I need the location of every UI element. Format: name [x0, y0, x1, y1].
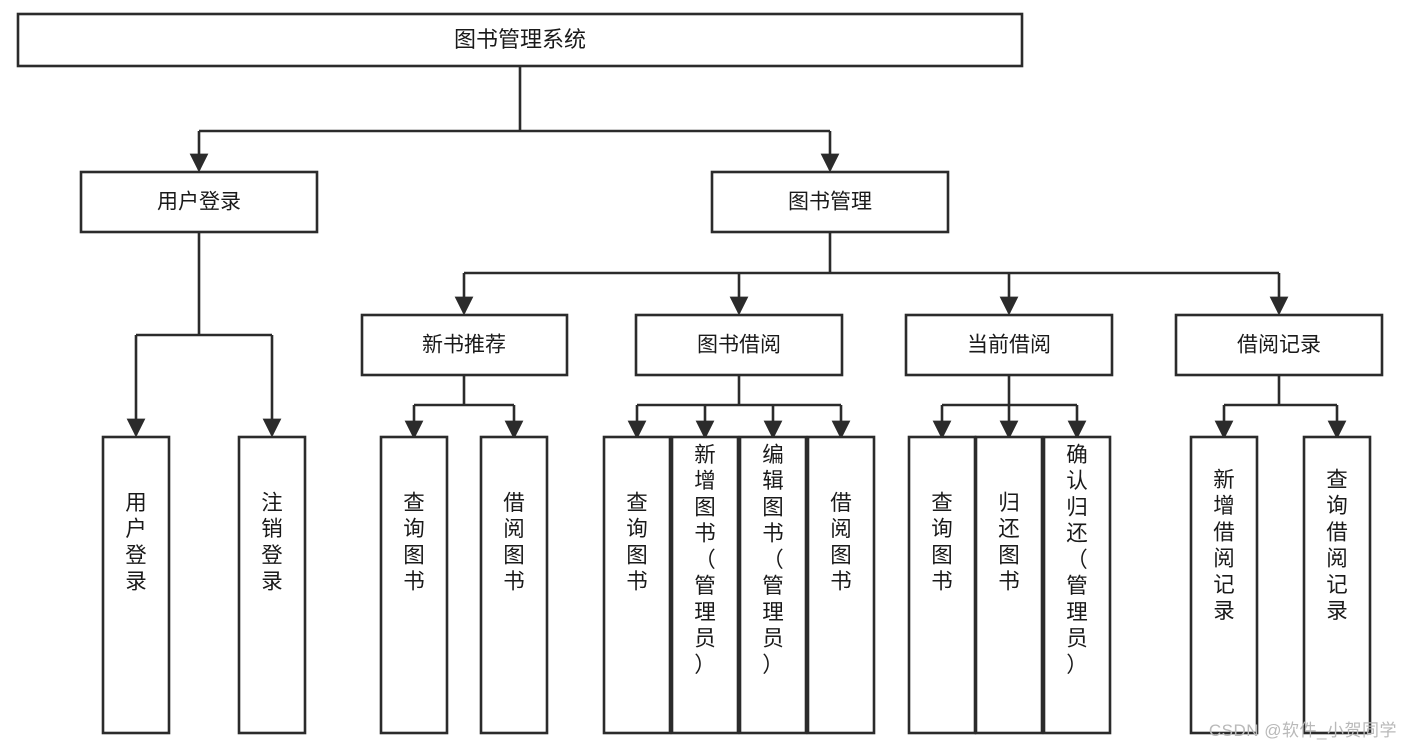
node-leaf-user-logout[interactable]: 注销登录 — [237, 435, 307, 735]
node-leaf-query-book-3-box[interactable] — [907, 435, 977, 735]
node-leaf-query-book-3-label: 查询图书 — [931, 491, 953, 594]
node-user-login-label: 用户登录 — [157, 191, 241, 214]
node-root[interactable]: 图书管理系统 — [16, 12, 1024, 68]
node-leaf-query-record-box[interactable] — [1302, 435, 1372, 735]
node-leaf-user-login-box[interactable] — [101, 435, 171, 735]
node-leaf-add-record-label: 新增借阅记录 — [1213, 468, 1235, 623]
node-leaf-return-book[interactable]: 归还图书 — [974, 435, 1044, 735]
node-leaf-query-record[interactable]: 查询借阅记录 — [1302, 435, 1372, 735]
node-leaf-user-login-label: 用户登录 — [125, 491, 147, 594]
node-leaf-query-record-label: 查询借阅记录 — [1326, 468, 1348, 623]
node-leaf-return-book-label: 归还图书 — [998, 491, 1020, 594]
node-book-manage[interactable]: 图书管理 — [710, 170, 950, 234]
node-book-manage-box[interactable] — [710, 170, 950, 234]
node-user-login[interactable]: 用户登录 — [79, 170, 319, 234]
node-leaf-query-book-2-box[interactable] — [602, 435, 672, 735]
node-book-borrow-box[interactable] — [634, 313, 844, 377]
node-leaf-user-logout-label: 注销登录 — [261, 491, 283, 594]
node-leaf-add-book-label: 新增图书（管理员） — [694, 443, 716, 677]
node-leaf-borrow-book-1-box[interactable] — [479, 435, 549, 735]
node-leaf-return-book-box[interactable] — [974, 435, 1044, 735]
node-leaf-query-book-1-label: 查询图书 — [403, 491, 425, 594]
node-new-book-recommend-box[interactable] — [360, 313, 569, 377]
node-leaf-borrow-book-2[interactable]: 借阅图书 — [806, 435, 876, 735]
node-user-login-box[interactable] — [79, 170, 319, 234]
node-leaf-add-record[interactable]: 新增借阅记录 — [1189, 435, 1259, 735]
node-leaf-query-book-1-box[interactable] — [379, 435, 449, 735]
node-leaf-edit-book-box[interactable] — [738, 435, 808, 735]
node-leaf-borrow-book-1[interactable]: 借阅图书 — [479, 435, 549, 735]
node-current-borrow[interactable]: 当前借阅 — [904, 313, 1114, 377]
node-leaf-user-logout-box[interactable] — [237, 435, 307, 735]
node-leaf-query-book-3[interactable]: 查询图书 — [907, 435, 977, 735]
node-leaf-add-book-box[interactable] — [670, 435, 740, 735]
node-leaf-borrow-book-2-label: 借阅图书 — [830, 491, 852, 594]
node-leaf-edit-book[interactable]: 编辑图书（管理员） — [738, 435, 808, 735]
node-root-label: 图书管理系统 — [454, 27, 586, 52]
node-leaf-query-book-2-label: 查询图书 — [626, 491, 648, 594]
node-leaf-query-book-1[interactable]: 查询图书 — [379, 435, 449, 735]
node-leaf-confirm-return[interactable]: 确认归还（管理员） — [1042, 435, 1112, 735]
node-leaf-edit-book-label: 编辑图书（管理员） — [762, 443, 784, 677]
node-borrow-record-box[interactable] — [1174, 313, 1384, 377]
node-leaf-confirm-return-label: 确认归还（管理员） — [1066, 443, 1088, 677]
node-leaf-confirm-return-box[interactable] — [1042, 435, 1112, 735]
node-book-borrow[interactable]: 图书借阅 — [634, 313, 844, 377]
node-current-borrow-label: 当前借阅 — [967, 334, 1051, 357]
node-borrow-record-label: 借阅记录 — [1237, 334, 1321, 357]
node-new-book-recommend[interactable]: 新书推荐 — [360, 313, 569, 377]
node-leaf-query-book-2[interactable]: 查询图书 — [602, 435, 672, 735]
node-book-borrow-label: 图书借阅 — [697, 334, 781, 357]
node-leaf-borrow-book-1-label: 借阅图书 — [503, 491, 525, 594]
node-borrow-record[interactable]: 借阅记录 — [1174, 313, 1384, 377]
node-new-book-recommend-label: 新书推荐 — [422, 334, 506, 357]
node-current-borrow-box[interactable] — [904, 313, 1114, 377]
node-leaf-borrow-book-2-box[interactable] — [806, 435, 876, 735]
node-root-box[interactable] — [16, 12, 1024, 68]
node-leaf-user-login[interactable]: 用户登录 — [101, 435, 171, 735]
node-leaf-add-record-box[interactable] — [1189, 435, 1259, 735]
edge-layer — [126, 66, 1347, 440]
node-leaf-add-book[interactable]: 新增图书（管理员） — [670, 435, 740, 735]
node-book-manage-label: 图书管理 — [788, 191, 872, 214]
